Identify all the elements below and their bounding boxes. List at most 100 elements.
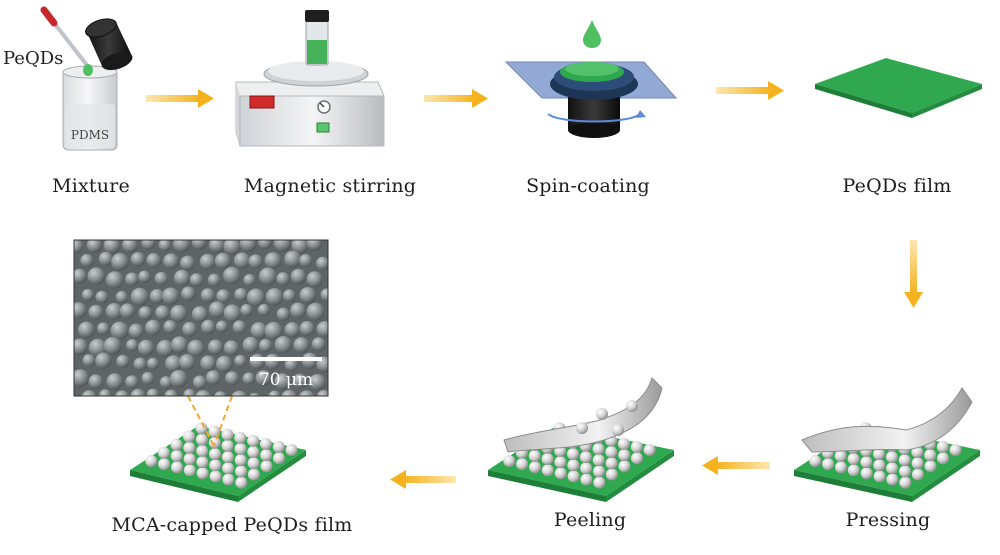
sem-microsphere <box>284 357 299 372</box>
microsphere <box>260 460 273 473</box>
microsphere <box>234 454 247 467</box>
microsphere <box>567 448 579 460</box>
sem-microsphere <box>163 253 179 269</box>
sem-microsphere <box>291 240 309 254</box>
sem-microsphere <box>234 288 248 302</box>
microsphere-array <box>145 422 298 489</box>
sem-microsphere <box>200 288 215 303</box>
sem-microsphere <box>281 390 298 396</box>
microsphere <box>195 422 208 435</box>
sem-microsphere <box>130 287 149 306</box>
microsphere <box>847 453 860 465</box>
sem-microsphere <box>223 340 240 356</box>
microsphere <box>221 439 234 452</box>
microsphere <box>541 464 554 477</box>
sem-microsphere <box>299 287 317 304</box>
microsphere <box>235 465 247 478</box>
microsphere <box>183 441 196 454</box>
microsphere <box>873 470 886 483</box>
microsphere <box>247 446 260 458</box>
sem-microsphere <box>264 252 282 269</box>
sem-microsphere <box>265 288 284 306</box>
sem-microsphere <box>191 306 208 323</box>
microsphere <box>579 451 592 464</box>
sem-microsphere <box>98 251 113 266</box>
sem-microsphere <box>242 372 255 385</box>
microsphere <box>222 462 235 475</box>
sem-microsphere <box>306 302 325 321</box>
microsphere <box>899 465 911 478</box>
microsphere <box>209 448 221 460</box>
microsphere <box>273 452 285 465</box>
microsphere <box>170 449 183 462</box>
sem-microsphere <box>103 240 121 254</box>
microsphere <box>221 451 234 464</box>
step-label-peqds-film: PeQDs film <box>842 175 952 197</box>
microsphere <box>936 440 949 453</box>
microsphere <box>630 440 643 453</box>
microsphere <box>822 458 835 471</box>
sem-microsphere <box>128 323 144 339</box>
arrow-mixture-to-stirring <box>146 89 214 108</box>
sem-microsphere <box>146 388 160 396</box>
microsphere <box>196 467 209 480</box>
sem-microsphere <box>180 255 195 271</box>
microsphere <box>171 461 183 474</box>
sem-microsphere <box>119 303 136 319</box>
sem-microsphere <box>234 354 247 368</box>
sem-microsphere <box>298 390 315 396</box>
microsphere <box>158 458 171 471</box>
microsphere <box>567 470 580 483</box>
sem-microsphere <box>317 389 328 396</box>
spin-coater-illustration <box>504 20 678 138</box>
mixture-vial-illustration <box>40 6 133 151</box>
microsphere <box>898 454 911 467</box>
sem-microsphere <box>181 286 196 301</box>
sem-microsphere <box>225 371 240 386</box>
microsphere <box>234 431 247 444</box>
sem-microsphere <box>299 254 313 267</box>
sem-microsphere <box>282 289 296 303</box>
sem-microsphere <box>171 336 188 354</box>
microsphere <box>247 457 260 470</box>
sem-microsphere <box>276 307 290 321</box>
sem-microsphere <box>187 339 205 357</box>
sem-microsphere <box>191 240 207 250</box>
step-label-mca-capped-film: MCA-capped PeQDs film <box>111 514 353 536</box>
step-label-magnetic-stirring: Magnetic stirring <box>243 175 417 197</box>
sem-microsphere <box>74 369 90 387</box>
microsphere <box>195 433 208 446</box>
sem-microsphere <box>199 253 216 270</box>
sem-microsphere <box>284 250 302 268</box>
sem-microsphere <box>239 240 257 252</box>
sem-microsphere <box>292 373 308 389</box>
sem-microsphere <box>232 320 247 334</box>
microsphere <box>618 460 631 473</box>
sem-microsphere <box>208 301 226 318</box>
sem-microsphere <box>172 240 191 253</box>
sem-microsphere <box>115 290 128 304</box>
microsphere <box>541 453 554 465</box>
sem-microsphere <box>316 256 328 271</box>
mca-film-illustration <box>130 422 306 502</box>
microsphere <box>899 476 912 489</box>
sem-microsphere <box>223 266 241 285</box>
sem-microsphere <box>306 271 323 288</box>
microsphere <box>860 467 873 480</box>
peqds-label: PeQDs <box>3 48 63 69</box>
sem-microsphere <box>268 390 281 396</box>
sem-microsphere <box>182 321 198 337</box>
sem-microsphere <box>103 337 122 355</box>
microsphere <box>834 449 847 462</box>
microsphere <box>209 459 222 472</box>
microsphere <box>235 476 248 489</box>
arrow-film-to-pressing <box>904 240 923 308</box>
microsphere <box>911 468 924 481</box>
sem-microsphere <box>250 322 268 339</box>
sem-microsphere <box>316 321 328 338</box>
sem-microsphere <box>81 390 97 396</box>
peqds-film-illustration <box>815 58 982 118</box>
sem-microsphere <box>110 321 129 340</box>
microsphere <box>937 452 949 465</box>
